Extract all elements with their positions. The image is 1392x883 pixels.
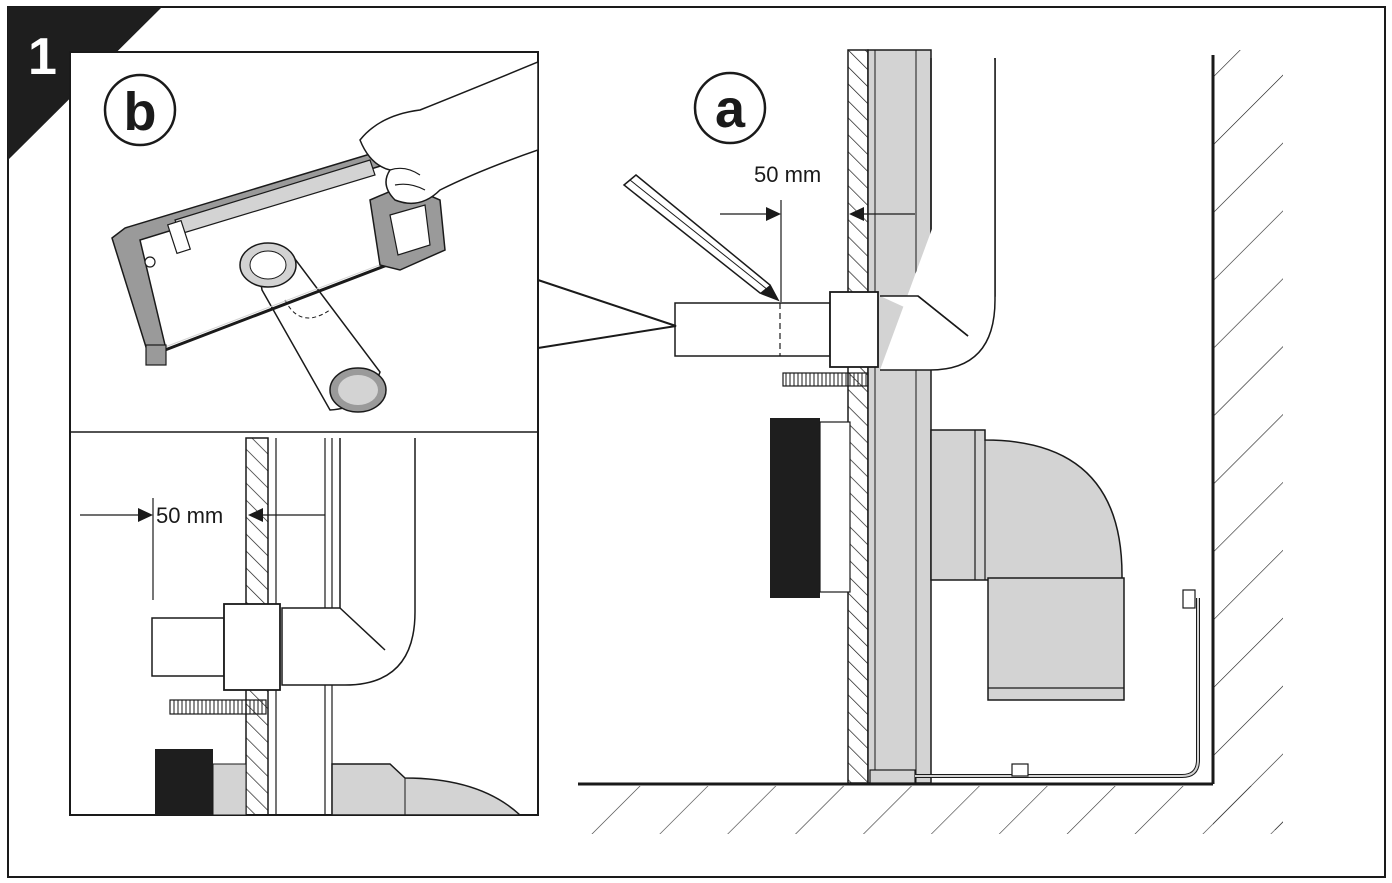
detail-pipe xyxy=(151,617,225,677)
threaded-bolt xyxy=(782,372,869,387)
pencil-icon xyxy=(622,174,780,302)
detail-bolt xyxy=(169,699,267,715)
horizontal-pipe xyxy=(674,302,831,357)
detail-scene: 50 mm xyxy=(80,437,522,815)
dimension-label-detail: 50 mm xyxy=(156,503,223,528)
dim-arrow-right xyxy=(849,207,864,221)
right-wall-hatch xyxy=(1213,50,1283,830)
callout-leader xyxy=(537,279,677,349)
large-elbow-duct xyxy=(930,429,1125,701)
wall-bracket xyxy=(915,589,1200,778)
detail-dim-arrow-left xyxy=(138,508,153,522)
dimension-label-main: 50 mm xyxy=(754,162,821,187)
step-number: 1 xyxy=(28,28,57,86)
detail-coupling xyxy=(223,603,281,691)
panel-a: 50 mm a xyxy=(578,49,1283,834)
cut-pipe xyxy=(239,242,387,413)
coupling-sleeve xyxy=(829,291,879,368)
floor-hatch xyxy=(578,786,1283,834)
hand-icon xyxy=(359,61,538,205)
panel-b: 50 mm b xyxy=(69,51,677,816)
vertical-duct xyxy=(867,49,932,784)
saw-blade xyxy=(151,260,396,357)
black-block xyxy=(770,418,820,598)
wall-panel xyxy=(847,49,869,784)
callout-b-letter: b xyxy=(124,82,157,142)
callout-a-circle xyxy=(693,71,767,145)
hacksaw-icon xyxy=(111,147,446,366)
callout-b-circle xyxy=(103,73,177,147)
detail-elbow xyxy=(281,438,416,686)
detail-dim-arrow-right xyxy=(248,508,263,522)
callout-a-letter: a xyxy=(715,79,746,139)
hacksaw-scene xyxy=(111,61,538,413)
detail-black-block xyxy=(155,749,213,815)
dim-arrow-left xyxy=(766,207,781,221)
